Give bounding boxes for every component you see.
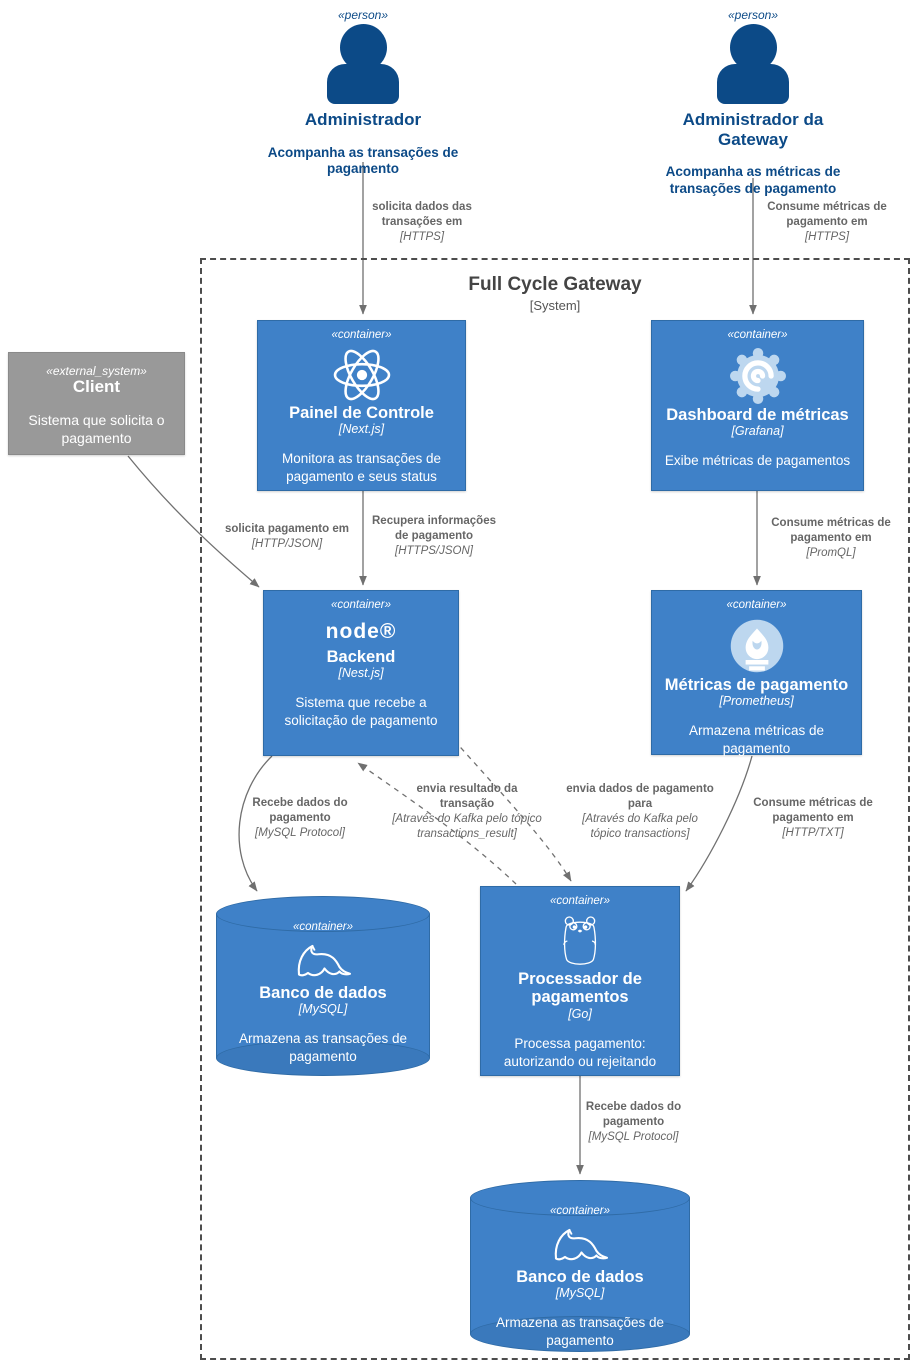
container-name: Processador de pagamentos	[518, 969, 642, 1007]
system-boundary-full-cycle-gateway: Full Cycle Gateway [System]	[200, 258, 910, 1360]
edge-label-processador-backend: envia resultado da transação [Através do…	[392, 783, 542, 840]
stereotype-label: «container»	[549, 1205, 611, 1217]
grafana-icon	[729, 347, 787, 404]
person-icon	[315, 24, 411, 108]
mysql-icon	[550, 1224, 610, 1266]
stereotype-label: «container»	[292, 921, 354, 933]
container-description: Processa pagamento: autorizando ou rejei…	[503, 1036, 657, 1069]
prometheus-icon	[729, 618, 785, 674]
container-banco-de-dados-1[interactable]: «container» Banco de dados [MySQL] Armaz…	[216, 896, 430, 1076]
person-name: Administrador	[304, 110, 422, 129]
container-name: Banco de dados	[259, 983, 387, 1002]
container-name: Backend	[326, 647, 396, 666]
container-description: Sistema que recebe a solicitação de paga…	[284, 695, 438, 729]
stereotype-label: «container»	[726, 599, 787, 611]
edge-label-backend-banco1: Recebe dados do pagamento [MySQL Protoco…	[252, 797, 348, 839]
stereotype-label: «person»	[727, 8, 779, 22]
stereotype-label: «container»	[727, 329, 788, 341]
person-administrador-da-gateway[interactable]: «person» Administrador da Gateway Acompa…	[648, 8, 858, 198]
external-system-name: Client	[72, 377, 121, 396]
container-processador-de-pagamentos[interactable]: «container» Processador de pagamentos [G…	[480, 886, 680, 1076]
go-gopher-icon	[560, 914, 600, 968]
react-icon	[331, 348, 393, 402]
container-name: Métricas de pagamento	[664, 675, 849, 694]
container-banco-de-dados-2[interactable]: «container» Banco de dados [MySQL] Armaz…	[470, 1180, 690, 1352]
container-dashboard-de-metricas[interactable]: «container» Dashboard de métricas [Grafa…	[651, 320, 864, 491]
edge-label-client-backend: solicita pagamento em [HTTP/JSON]	[225, 523, 349, 550]
person-icon	[705, 24, 801, 108]
container-description: Armazena as transações de pagamento	[495, 1315, 665, 1349]
stereotype-label: «person»	[337, 8, 389, 22]
container-technology: [Nest.js]	[338, 666, 384, 681]
container-technology: [Grafana]	[731, 424, 784, 439]
container-description: Monitora as transações de pagamento e se…	[281, 451, 442, 485]
container-technology: [MySQL]	[298, 1002, 348, 1017]
container-description: Exibe métricas de pagamentos	[664, 453, 851, 469]
container-technology: [MySQL]	[555, 1286, 605, 1301]
person-description: Acompanha as transações de pagamento	[267, 144, 459, 177]
person-administrador[interactable]: «person» Administrador Acompanha as tran…	[263, 8, 463, 178]
container-name: Painel de Controle	[289, 403, 434, 422]
external-system-description: Sistema que solicita o pagamento	[28, 411, 165, 446]
container-painel-de-controle[interactable]: «container» Painel de Controle [Next.js]…	[257, 320, 466, 491]
boundary-title: Full Cycle Gateway	[468, 274, 642, 295]
edge-label-admin-painel: solicita dados das transações em [HTTPS]	[372, 201, 472, 243]
container-description: Armazena as transações de pagamento	[238, 1031, 408, 1065]
container-technology: [Next.js]	[338, 422, 385, 437]
container-name: Dashboard de métricas	[666, 405, 849, 424]
container-technology: [Prometheus]	[719, 694, 794, 709]
edge-label-processador-banco2: Recebe dados do pagamento [MySQL Protoco…	[585, 1101, 682, 1143]
stereotype-label: «container»	[549, 895, 611, 907]
person-description: Acompanha as métricas de transações de p…	[665, 164, 841, 196]
container-metricas-de-pagamento[interactable]: «container» Métricas de pagamento [Prome…	[651, 590, 862, 757]
edge-label-dashboard-metricas: Consume métricas de pagamento em [PromQL…	[771, 517, 891, 559]
mysql-icon	[293, 940, 353, 982]
stereotype-label: «container»	[331, 329, 392, 341]
edge-label-admingw-dashboard: Consume métricas de pagamento em [HTTPS]	[767, 201, 887, 243]
edge-label-painel-backend: Recupera informações de pagamento [HTTPS…	[372, 515, 496, 557]
boundary-subtitle: [System]	[529, 298, 581, 313]
edge-label-metricas-processador: Consume métricas de pagamento em [HTTP/T…	[753, 797, 873, 839]
container-description: Armazena métricas de pagamento	[688, 723, 825, 757]
edge-label-backend-processador: envia dados de pagamento para [Através d…	[566, 783, 714, 840]
stereotype-label: «external_system»	[46, 364, 147, 378]
external-system-client[interactable]: «external_system» Client Sistema que sol…	[8, 352, 185, 455]
container-technology: [Go]	[568, 1007, 592, 1022]
stereotype-label: «container»	[330, 599, 392, 611]
nodejs-logo: node®	[325, 619, 397, 643]
container-name: Banco de dados	[516, 1267, 644, 1286]
person-name: Administrador da Gateway	[682, 110, 824, 149]
container-backend[interactable]: «container» node® Backend [Nest.js] Sist…	[263, 590, 459, 756]
